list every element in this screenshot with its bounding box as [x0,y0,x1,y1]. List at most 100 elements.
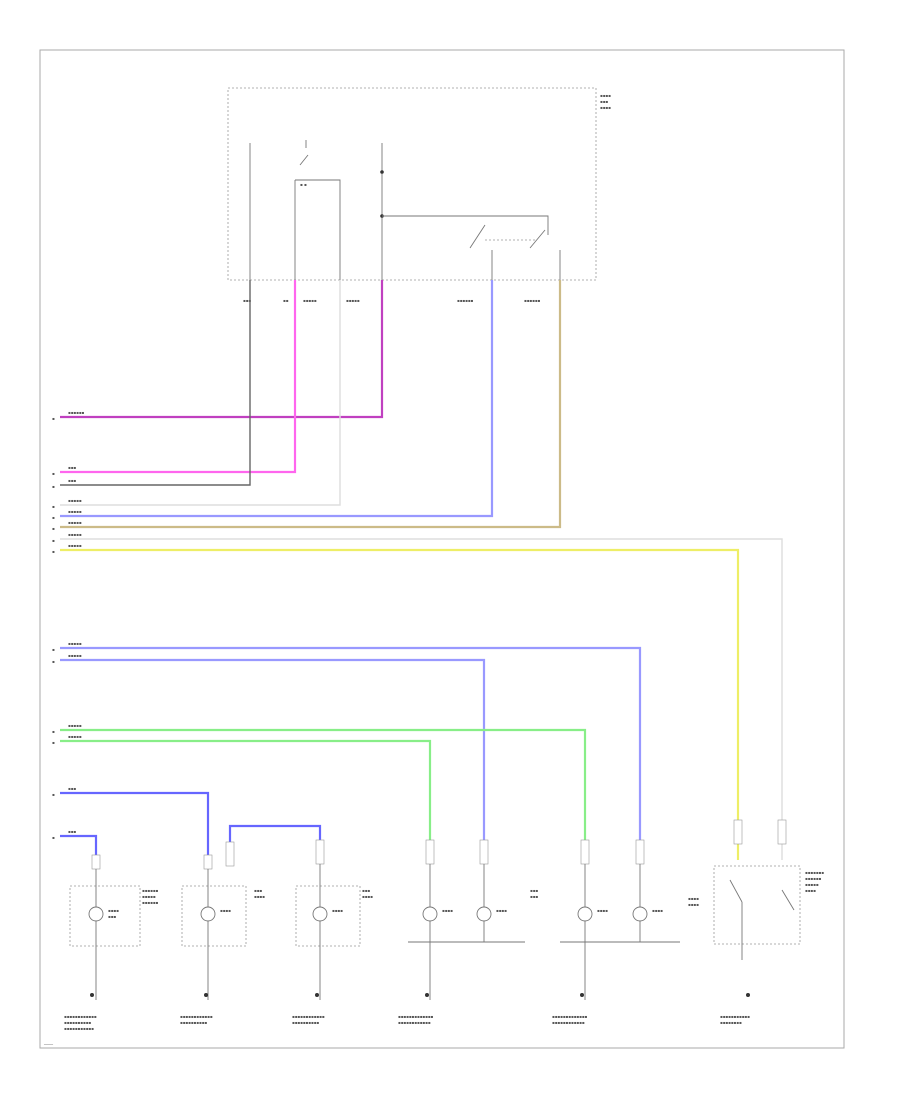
svg-text:▪▪▪▪: ▪▪▪▪ [688,902,699,907]
svg-text:▪▪▪▪: ▪▪▪▪ [220,908,231,913]
svg-text:▪▪▪▪▪: ▪▪▪▪▪ [142,894,156,899]
svg-text:▪: ▪ [52,515,55,520]
lamp-assembly-1: ▪▪▪▪ ▪▪▪ ▪▪▪▪▪▪ ▪▪▪▪▪ ▪▪▪▪▪▪ ▪▪▪▪▪▪▪▪▪▪▪… [64,854,159,1031]
ground-icon [90,993,94,997]
wire-magenta [60,280,384,419]
svg-text:▪▪▪: ▪▪▪ [254,888,262,893]
ground-icon [425,993,429,997]
lamp-icon [312,906,328,922]
ground-icon [746,993,750,997]
svg-text:▪▪▪▪▪: ▪▪▪▪▪ [68,532,82,537]
switch-icon: ▪ ▪ [294,140,341,280]
svg-text:▪▪▪▪▪: ▪▪▪▪▪ [303,298,317,303]
svg-text:▪▪▪▪▪▪: ▪▪▪▪▪▪ [68,410,85,415]
svg-text:▪▪▪▪: ▪▪▪▪ [600,93,611,98]
connector-icon [733,819,743,845]
wire-tan [60,280,562,529]
svg-text:▪: ▪ [52,835,55,840]
lamp-icon [632,906,648,922]
diagram-frame [39,49,845,1049]
svg-text:▪: ▪ [52,740,55,745]
wire-green-1 [60,728,587,840]
lamp-icon [476,906,492,922]
lamp-icon [422,906,438,922]
svg-text:▪▪▪▪: ▪▪▪▪ [496,908,507,913]
switch-assembly: ▪▪▪▪ ▪▪▪▪ ▪▪▪▪▪▪▪ ▪▪▪▪▪▪ ▪▪▪▪▪ ▪▪▪▪ ▪▪▪▪… [688,819,824,1025]
svg-text:▪▪▪▪▪: ▪▪▪▪▪ [346,298,360,303]
svg-text:▪▪▪: ▪▪▪ [108,914,116,919]
svg-text:▪▪▪▪▪▪: ▪▪▪▪▪▪ [142,888,159,893]
switch-icon [729,879,795,960]
upper-harness: ▪ ▪ ▪ ▪ ▪ ▪ ▪ ▪ ▪▪▪▪▪▪ ▪▪▪ ▪▪▪ ▪▪▪▪▪ ▪▪▪… [52,280,783,860]
svg-text:▪▪▪: ▪▪▪ [68,829,76,834]
svg-text:▪: ▪ [52,549,55,554]
svg-text:▪▪▪▪▪: ▪▪▪▪▪ [68,509,82,514]
svg-text:▪: ▪ [52,504,55,509]
lamp-icon [577,906,593,922]
svg-text:▪▪▪▪: ▪▪▪▪ [688,896,699,901]
wire-light [60,280,341,506]
connector-icon [425,839,435,865]
lamp-assembly-2: ▪▪▪▪ ▪▪▪ ▪▪▪▪ ▪▪▪▪▪▪▪▪▪▪▪▪ ▪▪▪▪▪▪▪▪▪▪ [180,841,265,1025]
svg-text:▪▪▪▪▪▪▪▪▪▪: ▪▪▪▪▪▪▪▪▪▪ [64,1020,91,1025]
svg-text:▪▪▪▪▪▪▪▪▪▪: ▪▪▪▪▪▪▪▪▪▪ [292,1020,319,1025]
svg-text:▪▪▪▪▪▪▪▪▪▪▪▪: ▪▪▪▪▪▪▪▪▪▪▪▪ [292,1014,325,1019]
svg-text:▪▪▪▪▪▪▪▪▪▪▪▪▪: ▪▪▪▪▪▪▪▪▪▪▪▪▪ [552,1014,588,1019]
corner-mark: ─── [43,1042,54,1048]
ground-icon [204,993,208,997]
svg-text:▪▪▪▪▪▪▪▪▪▪▪▪: ▪▪▪▪▪▪▪▪▪▪▪▪ [398,1020,431,1025]
svg-text:▪: ▪ [52,729,55,734]
lamp-icon [88,906,104,922]
relay-switch [380,143,561,280]
wire-green-2 [60,739,432,840]
svg-text:▪▪▪▪▪▪▪▪▪▪▪▪: ▪▪▪▪▪▪▪▪▪▪▪▪ [180,1014,213,1019]
control-unit-box [227,87,597,281]
lamp-icon [200,906,216,922]
wire-navy-3 [60,834,98,860]
svg-text:▪▪▪: ▪▪▪ [68,465,76,470]
svg-text:▪▪▪▪▪: ▪▪▪▪▪ [805,882,819,887]
wire-navy-2 [228,824,322,860]
svg-text:▪▪▪▪: ▪▪▪▪ [652,908,663,913]
svg-text:▪▪▪▪: ▪▪▪▪ [108,908,119,913]
connector-icon [580,839,590,865]
svg-text:▪▪▪▪▪▪▪▪▪▪▪: ▪▪▪▪▪▪▪▪▪▪▪ [720,1014,750,1019]
wire-pink [60,280,297,474]
wire-blue-3 [60,658,486,840]
svg-text:▪▪▪▪▪: ▪▪▪▪▪ [68,723,82,728]
svg-text:▪▪▪▪▪▪▪▪▪▪▪▪: ▪▪▪▪▪▪▪▪▪▪▪▪ [64,1014,97,1019]
svg-text:▪: ▪ [52,647,55,652]
svg-text:▪▪▪▪▪▪▪▪▪▪▪▪▪: ▪▪▪▪▪▪▪▪▪▪▪▪▪ [398,1014,434,1019]
svg-text:▪▪▪▪: ▪▪▪▪ [597,908,608,913]
svg-text:▪▪▪▪▪▪▪▪▪▪: ▪▪▪▪▪▪▪▪▪▪ [180,1020,207,1025]
svg-text:▪▪▪: ▪▪▪ [243,298,251,303]
lamp-assembly-4: ▪▪▪▪ ▪▪▪▪ ▪▪▪ ▪▪▪ ▪▪▪▪▪▪▪▪▪▪▪▪▪ ▪▪▪▪▪▪▪▪… [398,839,538,1025]
svg-text:▪▪▪▪▪▪▪▪: ▪▪▪▪▪▪▪▪ [720,1020,742,1025]
ground-icon [315,993,319,997]
svg-text:▪▪▪▪▪▪: ▪▪▪▪▪▪ [805,876,822,881]
svg-text:▪▪▪: ▪▪▪ [600,99,608,104]
lower-harness: ▪ ▪ ▪ ▪ ▪ ▪ ▪▪▪▪▪ ▪▪▪▪▪ ▪▪▪▪▪ ▪▪▪▪▪ ▪▪▪ … [52,641,642,860]
lamp-assembly-3: ▪▪▪▪ ▪▪▪ ▪▪▪▪ ▪▪▪▪▪▪▪▪▪▪▪▪ ▪▪▪▪▪▪▪▪▪▪ [292,839,373,1025]
svg-text:▪▪▪▪: ▪▪▪▪ [362,894,373,899]
svg-text:▪: ▪ [52,526,55,531]
svg-text:▪: ▪ [52,538,55,543]
wire-blue [60,280,494,518]
connector-icon [203,854,213,870]
connector-icon [777,819,787,845]
svg-text:▪▪▪: ▪▪▪ [68,478,76,483]
svg-text:▪▪▪▪▪: ▪▪▪▪▪ [68,641,82,646]
wire-dark [60,280,251,486]
svg-text:▪: ▪ [52,792,55,797]
svg-text:▪▪▪: ▪▪▪ [530,888,538,893]
svg-text:▪▪▪▪▪▪▪▪▪▪▪▪: ▪▪▪▪▪▪▪▪▪▪▪▪ [552,1020,585,1025]
svg-text:▪▪▪▪▪▪▪▪▪▪▪: ▪▪▪▪▪▪▪▪▪▪▪ [64,1026,94,1031]
svg-text:▪ ▪: ▪ ▪ [300,182,307,187]
svg-text:▪▪▪▪▪▪: ▪▪▪▪▪▪ [142,900,159,905]
svg-text:▪▪▪▪▪: ▪▪▪▪▪ [68,498,82,503]
svg-text:▪▪▪▪: ▪▪▪▪ [442,908,453,913]
svg-text:▪▪▪▪▪▪: ▪▪▪▪▪▪ [524,298,541,303]
svg-text:▪: ▪ [52,471,55,476]
connector-icon [635,839,645,865]
connector-icon [479,839,489,865]
